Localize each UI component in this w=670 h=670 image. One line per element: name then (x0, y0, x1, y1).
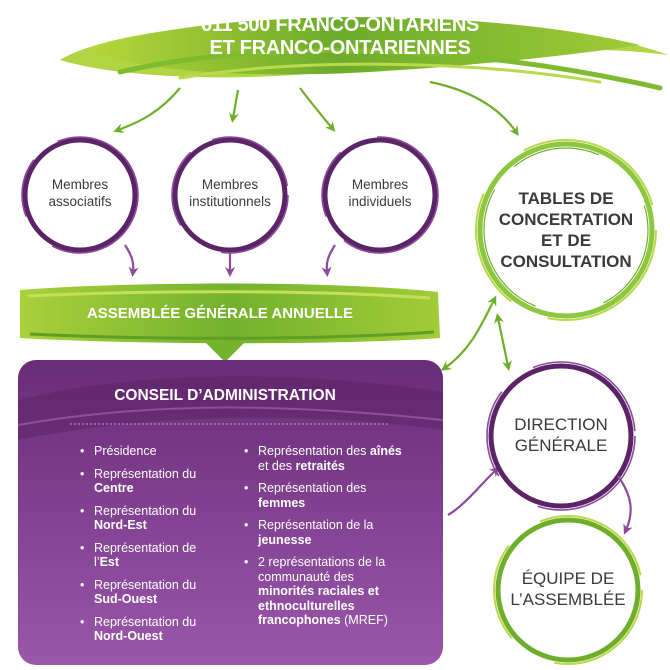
tables-label-line3: ET DE (540, 231, 592, 250)
board-item-mref: 2 représentations de la communauté des m… (244, 555, 404, 628)
board-item-centre: Représentation du Centre (80, 467, 220, 496)
banner-shape (60, 17, 668, 91)
member-institutionnels-line2: institutionnels (189, 194, 271, 209)
member-circle-3-shape (321, 136, 439, 254)
member-individuels-label: Membres individuels (325, 176, 435, 210)
board-item-aines: Représentation des aînés et des retraité… (244, 444, 404, 473)
direction-label-line1: DIRECTION (514, 415, 608, 434)
tables-label-line4: CONSULTATION (500, 252, 632, 271)
direction-to-team-arrow (617, 475, 633, 535)
board-item-est: Représentation de l’Est (80, 541, 220, 570)
member-circle-1-shape (21, 136, 139, 254)
board-to-direction-arrow (447, 466, 500, 516)
banner-title-line2: ET FRANCO-ONTARIENNES (209, 37, 471, 59)
tables-label: TABLES DE CONCERTATION ET DE CONSULTATIO… (486, 188, 646, 272)
direction-label: DIRECTION GÉNÉRALE (491, 414, 631, 456)
board-item-femmes: Représentation des femmes (244, 481, 404, 510)
board-item-jeunesse: Représentation de la jeunesse (244, 518, 404, 547)
tables-label-line1: TABLES DE (518, 189, 614, 208)
team-label-line2: L’ASSEMBLÉE (510, 590, 626, 609)
assembly-title: ASSEMBLÉE GÉNÉRALE ANNUELLE (86, 305, 354, 322)
board-item-nord-ouest: Représentation du Nord-Ouest (80, 615, 220, 644)
tables-circle-shape (475, 139, 657, 321)
member-individuels-line2: individuels (348, 194, 412, 209)
board-title: CONSEIL D’ADMINISTRATION (114, 387, 336, 404)
board-item-sud-ouest: Représentation du Sud-Ouest (80, 578, 220, 607)
board-list-col2: Représentation des aînés et des retraité… (244, 444, 404, 636)
board-list-col1: Présidence Représentation du Centre Repr… (80, 444, 220, 652)
member-arrows (124, 244, 336, 277)
member-associatifs-line2: associatifs (48, 194, 112, 209)
member-individuels-line1: Membres (351, 177, 409, 192)
tables-label-line2: CONCERTATION (498, 210, 634, 229)
member-associatifs-label: Membres associatifs (25, 176, 135, 210)
team-label-line1: ÉQUIPE DE (521, 569, 615, 588)
banner-title-line1: 611 500 FRANCO-ONTARIENS (200, 14, 480, 36)
right-arrows (440, 295, 512, 371)
team-circle-shape (493, 515, 643, 665)
member-institutionnels-line1: Membres (201, 177, 259, 192)
assembly-shape (20, 283, 440, 362)
direction-label-line2: GÉNÉRALE (514, 436, 608, 455)
board-item-presidence: Présidence (80, 444, 220, 459)
team-label: ÉQUIPE DE L’ASSEMBLÉE (498, 568, 638, 610)
direction-circle-shape (486, 361, 636, 511)
member-institutionnels-label: Membres institutionnels (175, 176, 285, 210)
member-associatifs-line1: Membres (51, 177, 109, 192)
board-item-nord-est: Représentation du Nord-Est (80, 504, 220, 533)
banner-arrows (113, 80, 519, 137)
banner-title: 611 500 FRANCO-ONTARIENS ET FRANCO-ONTAR… (140, 14, 540, 60)
